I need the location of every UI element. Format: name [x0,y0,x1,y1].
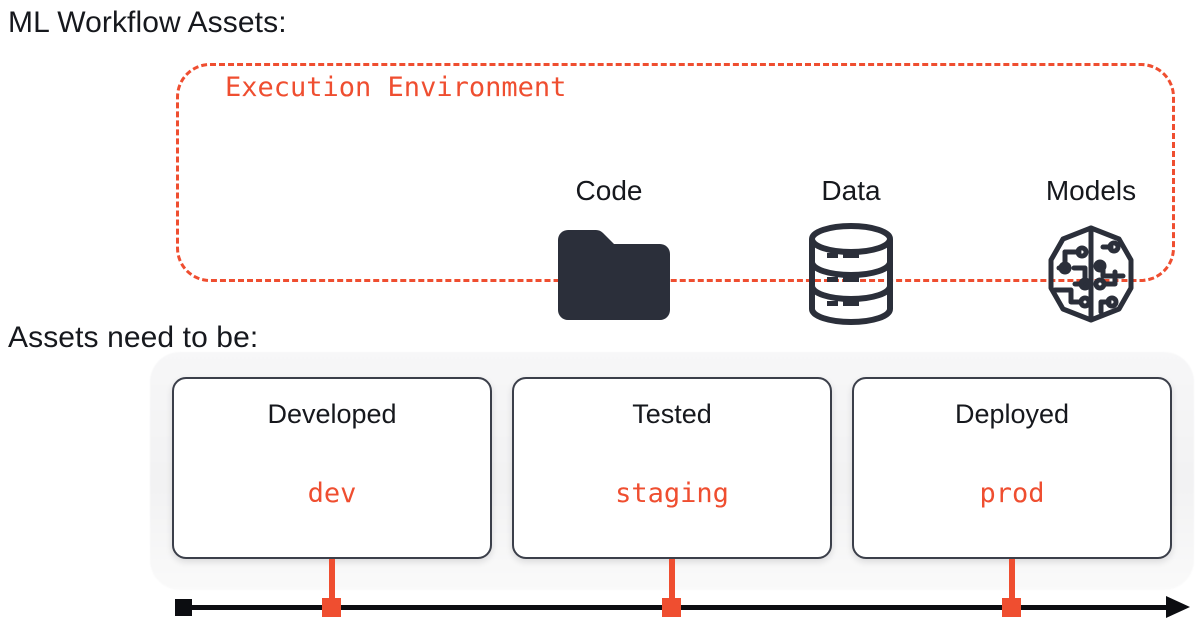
stage-card-deployed[interactable]: Deployed prod [852,377,1172,559]
timeline-marker-staging [662,598,681,617]
asset-label-data: Data [821,175,881,206]
stage-title-developed: Developed [267,399,397,429]
timeline-start-marker [175,599,192,616]
timeline-marker-prod [1002,598,1021,617]
stage-title-deployed: Deployed [954,399,1070,429]
asset-label-code: Code [575,175,643,206]
execution-environment-box: Execution Environment Code Data [176,63,1175,325]
timeline-marker-dev [322,598,341,617]
asset-data: Data [751,174,951,325]
timeline-connector-dev [329,559,335,609]
stage-environment-staging: staging [615,478,729,509]
stage-card-developed[interactable]: Developed dev [172,377,492,559]
timeline-arrow-icon [1166,596,1190,618]
timeline-connector-prod [1009,559,1015,609]
brain-circuit-icon [991,224,1191,324]
database-icon [751,223,951,325]
folder-icon [509,224,709,324]
asset-code: Code [509,174,709,324]
stage-title-tested: Tested [632,399,712,429]
stage-environment-prod: prod [979,478,1045,509]
asset-label-models: Models [1045,175,1137,206]
asset-models: Models [991,174,1191,324]
section-title-assets-need-to-be: Assets need to be: [8,321,259,354]
execution-environment-label: Execution Environment [225,72,567,103]
timeline-connector-staging [669,559,675,609]
stage-card-tested[interactable]: Tested staging [512,377,832,559]
page-title-ml-workflow-assets: ML Workflow Assets: [8,6,287,39]
stage-environment-dev: dev [307,478,357,509]
